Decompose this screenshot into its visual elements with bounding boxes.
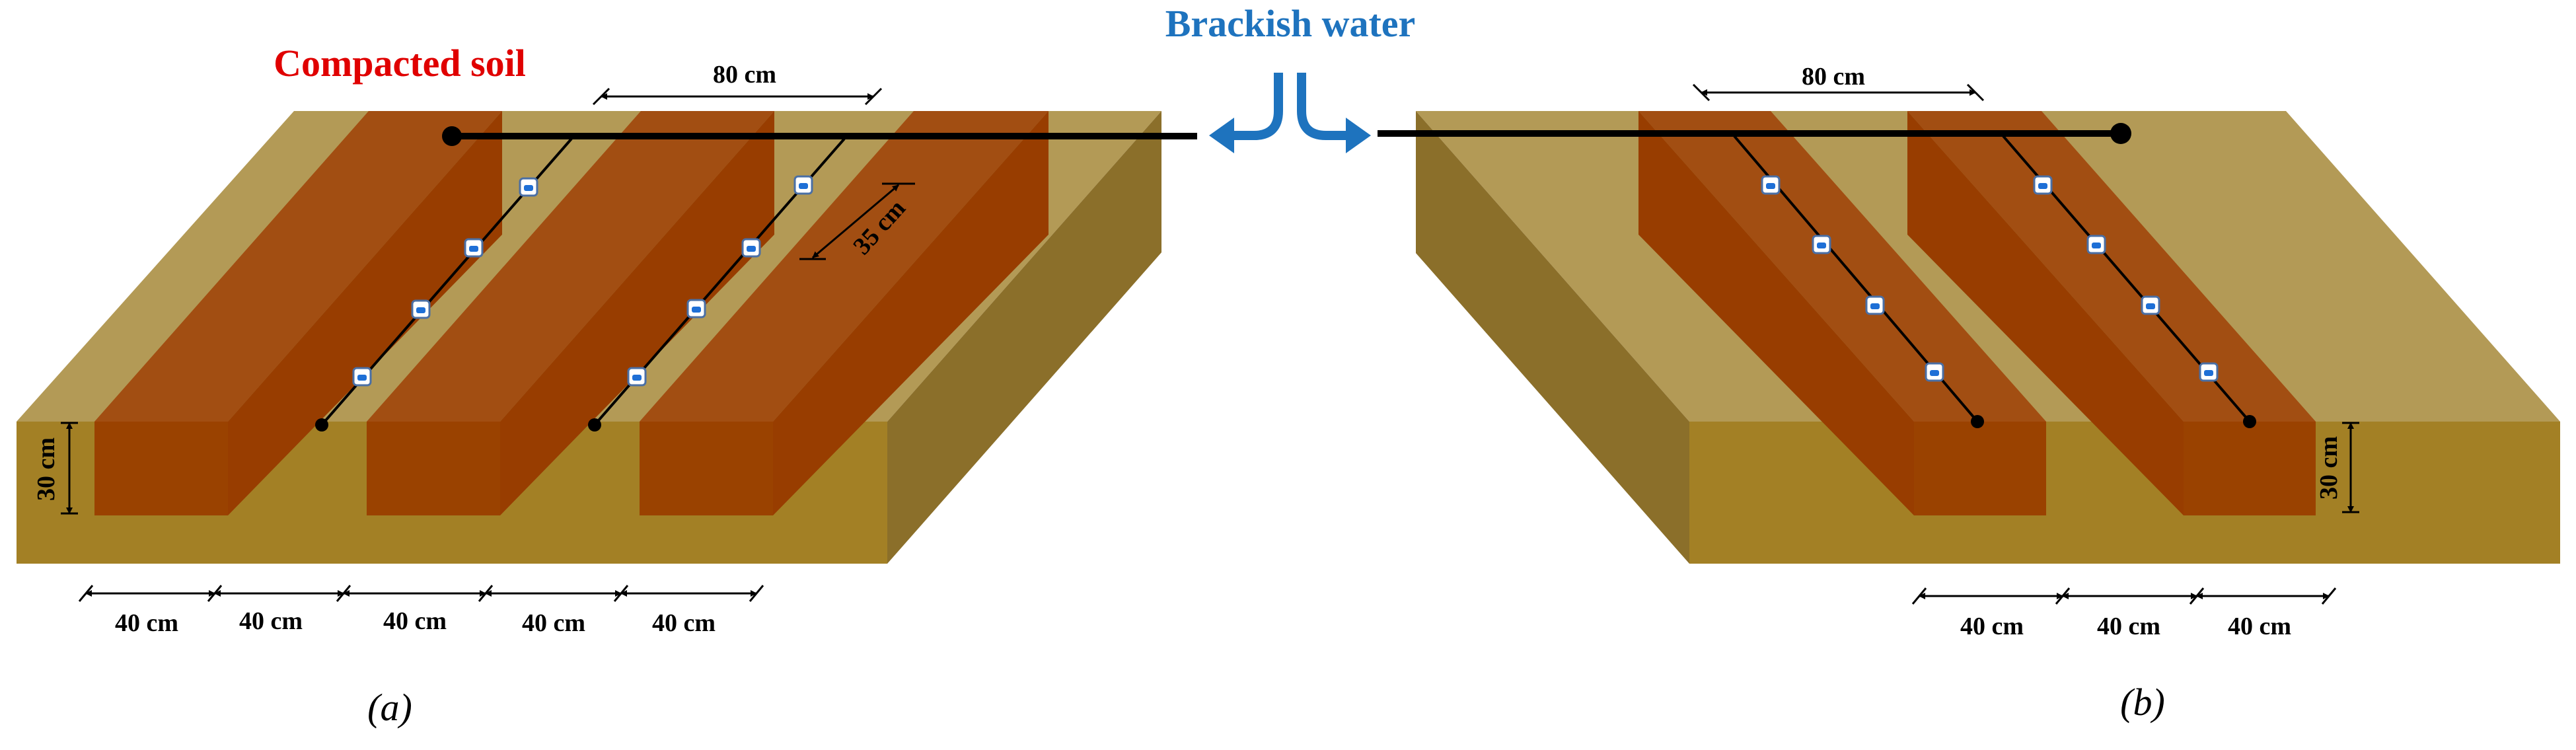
panel-b-dimensions xyxy=(1692,83,2359,605)
drip-line-end xyxy=(588,418,601,431)
dim-a-height: 30 cm xyxy=(32,437,60,501)
dim-a-top: 80 cm xyxy=(713,61,776,89)
drip-line-end xyxy=(2243,415,2256,428)
dim-a-bottom-5: 40 cm xyxy=(652,609,716,637)
arrow-left-head-icon xyxy=(1209,118,1234,153)
drip-emitter xyxy=(2086,235,2106,254)
drip-emitter xyxy=(1925,362,1944,382)
soil-side-face xyxy=(1416,111,1689,564)
drip-emitter xyxy=(411,299,431,319)
drip-emitter xyxy=(741,238,761,258)
compacted-ridge xyxy=(367,111,774,515)
compacted-ridge xyxy=(1638,111,2046,515)
drip-emitter xyxy=(793,175,813,195)
soil-side-face xyxy=(887,111,1161,564)
panel-b-field xyxy=(1378,111,2560,564)
compacted-ridge xyxy=(94,111,502,515)
drip-emitter xyxy=(1761,175,1781,195)
drip-emitter xyxy=(1812,235,1831,254)
panel-a-dimensions xyxy=(61,87,915,602)
panel-b-caption: (b) xyxy=(2120,681,2165,724)
water-split-arrow-icon xyxy=(1229,73,1351,140)
dim-a-bottom-3: 40 cm xyxy=(383,607,447,635)
dim-b-height: 30 cm xyxy=(2315,436,2343,500)
dim-b-top: 80 cm xyxy=(1802,63,1865,91)
compacted-soil-label: Compacted soil xyxy=(274,42,526,85)
dim-a-bottom-4: 40 cm xyxy=(522,609,585,637)
dim-b-bottom-2: 40 cm xyxy=(2097,613,2160,640)
brackish-water-label: Brackish water xyxy=(1165,2,1416,45)
drip-line-end xyxy=(1971,415,1984,428)
dim-b-bottom-3: 40 cm xyxy=(2228,613,2291,640)
panel-a-caption: (a) xyxy=(367,686,412,729)
arrow-right-head-icon xyxy=(1346,118,1371,153)
dim-b-bottom-1: 40 cm xyxy=(1960,613,2024,640)
dim-a-bottom-2: 40 cm xyxy=(239,607,303,635)
drip-emitter xyxy=(627,367,647,387)
drip-emitter xyxy=(686,299,706,319)
compacted-ridge xyxy=(1907,111,2316,515)
drip-emitter xyxy=(352,367,372,387)
compacted-ridge xyxy=(640,111,1049,515)
drip-line-end xyxy=(315,418,328,431)
drip-emitter xyxy=(464,238,484,258)
drip-emitter xyxy=(519,177,538,197)
pipe-end-cap xyxy=(442,126,462,146)
panel-a-field xyxy=(17,111,1197,564)
dim-a-bottom-1: 40 cm xyxy=(115,609,178,637)
drip-emitter xyxy=(2033,175,2053,195)
drip-emitter xyxy=(2199,362,2219,382)
drip-emitter xyxy=(1865,295,1885,315)
pipe-end-cap xyxy=(2110,123,2131,144)
drip-emitter xyxy=(2141,295,2160,315)
